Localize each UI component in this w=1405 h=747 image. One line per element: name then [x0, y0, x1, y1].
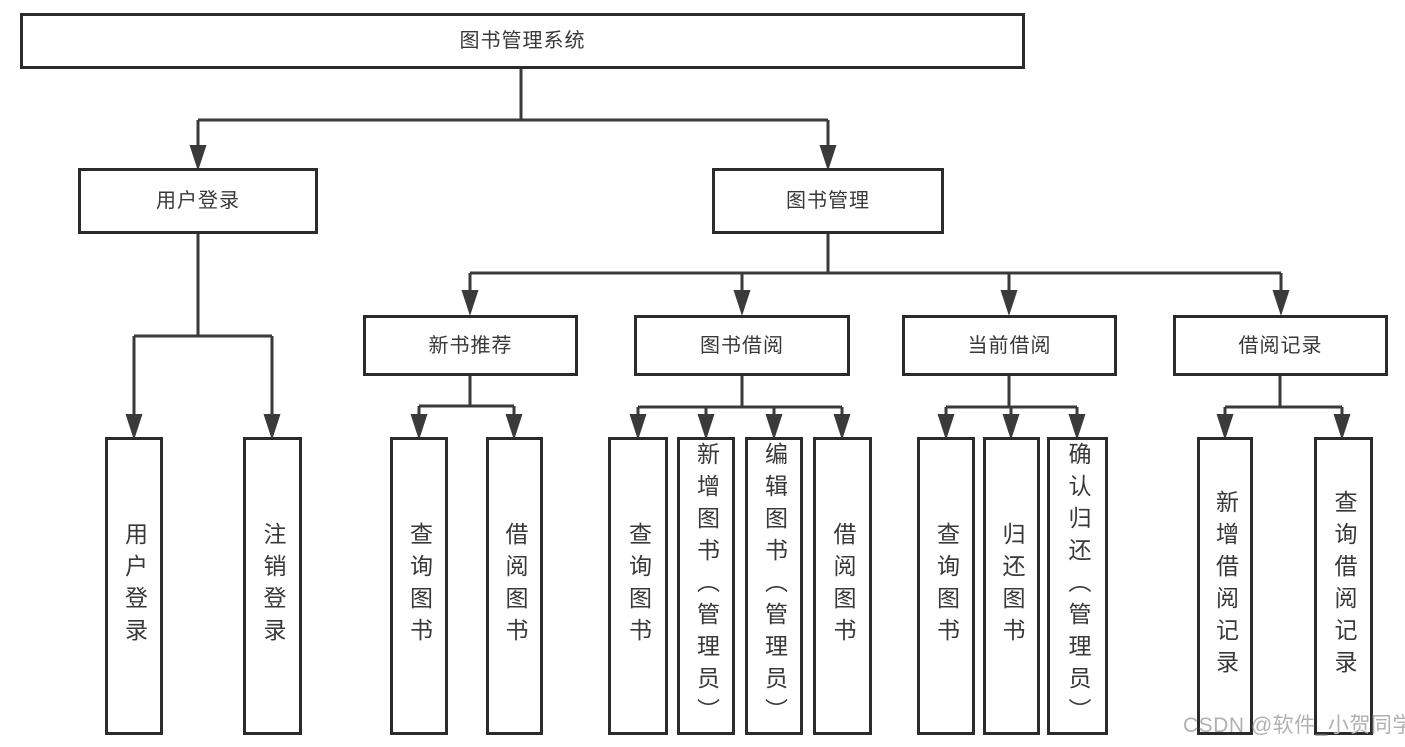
node-book-borrowing: 图书借阅 — [634, 315, 850, 376]
arrowhead-icon — [461, 290, 479, 316]
connector-records-to-leaves — [1216, 376, 1351, 440]
node-label: 图书管理 — [786, 190, 870, 212]
connector-line — [1223, 376, 1344, 418]
node-new-book-recommend: 新书推荐 — [363, 315, 578, 376]
connector-line — [468, 234, 1283, 294]
connector-line — [132, 234, 274, 418]
node-book-management: 图书管理 — [712, 168, 944, 234]
leaf-label: 查询图书 — [625, 522, 652, 650]
leaf-return-books: 归还图书 — [983, 437, 1040, 735]
leaf-borrow-books-recommend: 借阅图书 — [486, 437, 543, 735]
leaf-label: 归还图书 — [999, 522, 1025, 650]
leaf-add-borrow-record: 新增借阅记录 — [1197, 437, 1253, 735]
node-user-login: 用户登录 — [78, 168, 318, 234]
node-borrowing-records: 借阅记录 — [1173, 315, 1388, 376]
connector-userlogin-to-leaves — [125, 234, 281, 440]
leaf-user-login: 用户登录 — [105, 437, 163, 735]
leaf-borrow-books: 借阅图书 — [813, 437, 872, 735]
leaf-add-books-admin: 新增图书（管理员） — [677, 437, 735, 735]
connector-borrow-to-leaves — [629, 376, 851, 440]
leaf-edit-books-admin: 编辑图书（管理员） — [745, 437, 803, 735]
node-label: 图书借阅 — [700, 334, 784, 357]
leaf-query-books-recommend: 查询图书 — [390, 437, 448, 735]
connector-root-to-branches — [189, 68, 837, 171]
node-label: 新书推荐 — [428, 334, 513, 357]
leaf-label: 借阅图书 — [502, 522, 528, 650]
leaf-label: 注销登录 — [260, 522, 286, 650]
leaf-label: 新增图书（管理员） — [693, 442, 720, 730]
connector-current-to-leaves — [937, 376, 1086, 440]
leaf-label: 查询借阅记录 — [1331, 490, 1357, 682]
node-label: 图书管理系统 — [459, 30, 586, 52]
leaf-confirm-return-admin: 确认归还（管理员） — [1047, 437, 1108, 735]
arrowhead-icon — [1000, 290, 1018, 316]
connector-newbook-to-leaves — [410, 376, 523, 440]
arrowhead-icon — [733, 290, 751, 316]
leaf-logout: 注销登录 — [243, 437, 302, 735]
leaf-label: 查询图书 — [406, 522, 433, 650]
leaf-label: 新增借阅记录 — [1212, 490, 1239, 682]
node-library-management-system: 图书管理系统 — [20, 13, 1025, 69]
leaf-query-books-borrow: 查询图书 — [608, 437, 668, 735]
node-current-borrowing: 当前借阅 — [902, 315, 1117, 376]
leaf-label: 借阅图书 — [830, 522, 856, 650]
connector-line — [196, 68, 830, 150]
leaf-query-borrow-record: 查询借阅记录 — [1314, 437, 1373, 735]
csdn-watermark: CSDN @软件_小贺同学 — [1183, 714, 1405, 737]
connector-bookmgmt-to-level3 — [461, 234, 1290, 316]
node-label: 用户登录 — [156, 190, 240, 212]
node-label: 当前借阅 — [967, 334, 1052, 357]
leaf-query-books-current: 查询图书 — [917, 437, 975, 735]
leaf-label: 用户登录 — [121, 522, 148, 650]
connector-line — [417, 376, 516, 418]
node-label: 借阅记录 — [1238, 334, 1323, 357]
leaf-label: 查询图书 — [933, 522, 960, 650]
connector-line — [944, 376, 1079, 418]
leaf-label: 确认归还（管理员） — [1065, 442, 1091, 730]
connector-line — [636, 376, 844, 418]
arrowhead-icon — [1272, 290, 1290, 316]
leaf-label: 编辑图书（管理员） — [761, 442, 788, 730]
